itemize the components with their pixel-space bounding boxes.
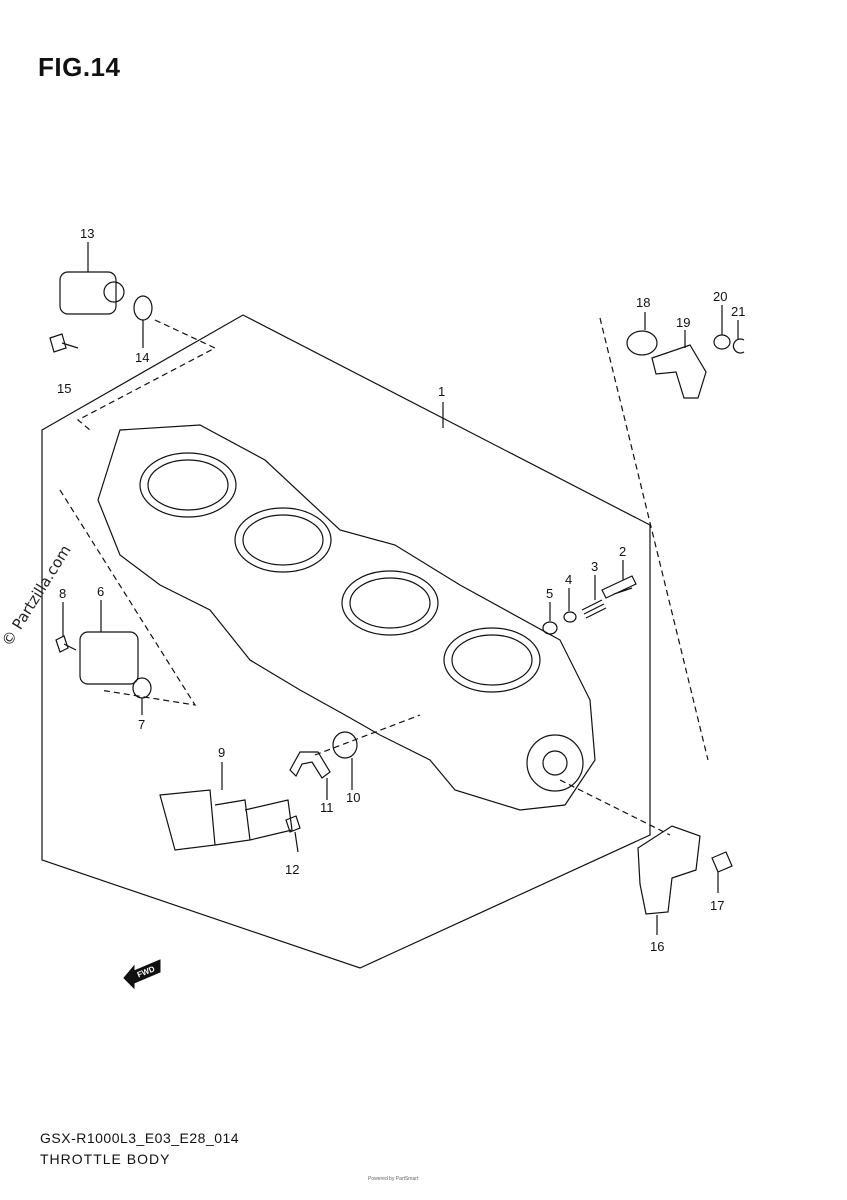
clip-21 [732,338,745,354]
sensor-13-frame [76,319,217,431]
callout-14: 14 [135,350,149,365]
callout-3: 3 [591,559,598,574]
callout-20: 20 [713,289,727,304]
sensor-13 [59,271,117,315]
bracket-16 [637,825,701,915]
callout-13: 13 [80,226,94,241]
bore-3-inner [349,577,431,629]
throttle-pulley [526,734,584,792]
spring-18 [626,330,658,356]
callout-8: 8 [59,586,66,601]
callout-11: 11 [320,800,334,815]
callout-16: 16 [650,939,664,954]
screw-15 [49,333,79,353]
screw-2 [601,575,637,599]
dash-line-sensor9 [314,714,421,756]
clamp-11 [289,751,331,779]
spring-3 [581,599,607,619]
dash-line-idle [599,317,709,761]
bore-3 [341,570,439,636]
o-ring-14 [133,295,153,321]
callout-12: 12 [285,862,299,877]
callout-18: 18 [636,295,650,310]
section-name: THROTTLE BODY [40,1151,171,1167]
washer-20 [713,334,731,350]
bore-2-inner [242,514,324,566]
callout-19: 19 [676,315,690,330]
callout-9: 9 [218,745,225,760]
bore-2 [234,507,332,573]
lever-19 [651,344,707,399]
throttle-pulley-hub [542,750,568,776]
sensor-9 [159,789,293,851]
sensor-6 [79,631,139,685]
figure-title: FIG.14 [38,52,121,82]
o-ring-7 [132,677,152,699]
bore-4 [443,627,541,693]
screw-12 [285,815,301,853]
footer-note: Powered by PartSmart [368,1176,419,1182]
throttle-body [97,424,596,811]
bolt-17 [711,851,733,873]
screw-8 [55,635,77,653]
callout-5: 5 [546,586,553,601]
callout-4: 4 [565,572,572,587]
callout-17: 17 [710,898,724,913]
callout-6: 6 [97,584,104,599]
sensor-6-frame [59,489,197,706]
fwd-arrow-icon: FWD [123,959,161,990]
callout-10: 10 [346,790,360,805]
o-ring-5 [542,621,558,635]
bore-4-inner [451,634,533,686]
bore-1 [139,452,237,518]
callout-7: 7 [138,717,145,732]
sensor-13-port [103,281,125,303]
assembly-frame [41,314,651,969]
bore-1-inner [147,459,229,511]
washer-4 [563,611,577,623]
dash-line-bracket [559,779,671,836]
o-ring-10 [332,731,358,759]
callout-1: 1 [438,384,445,399]
model-code: GSX-R1000L3_E03_E28_014 [40,1130,240,1146]
callout-2: 2 [619,544,626,559]
callout-21: 21 [731,304,745,319]
callout-15: 15 [57,381,71,396]
